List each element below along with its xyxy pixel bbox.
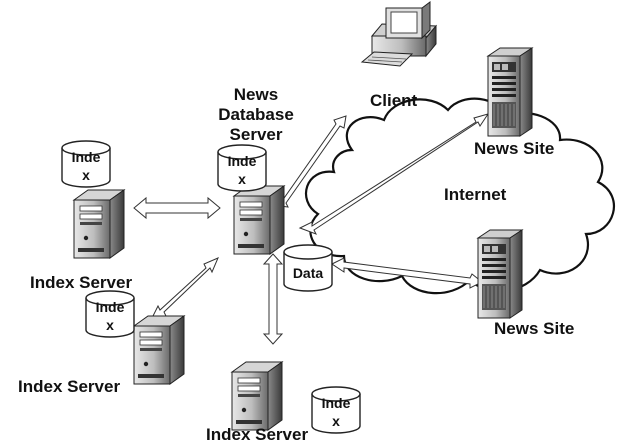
- index-db-2-label-line1: Inde: [96, 299, 125, 315]
- news-index-db-label-line1: Inde: [228, 153, 257, 169]
- news-site-server-icon-2: [477, 229, 523, 319]
- news-site-server-icon: [487, 47, 533, 137]
- news-index-db-label-line2: x: [238, 171, 246, 187]
- index-server-1-icon: [73, 189, 125, 259]
- index-server-3-label: Index Server: [206, 425, 308, 444]
- arrow-index1-center: [133, 196, 221, 220]
- index-db-3-label-line2: x: [332, 413, 340, 429]
- news-site-1-label: News Site: [474, 139, 554, 158]
- internet-label: Internet: [444, 185, 507, 204]
- index-db-2-label-line2: x: [106, 317, 114, 333]
- index-server-3-icon: [231, 361, 283, 431]
- client-computer-icon: [360, 1, 438, 67]
- arrow-center-index3: [262, 253, 284, 345]
- arrow-index2-center: [151, 257, 219, 319]
- index-db-1-label-line1: Inde: [72, 149, 101, 165]
- index-db-3-label-line1: Inde: [322, 395, 351, 411]
- index-server-2-icon: [133, 315, 185, 385]
- news-db-label-line2: Database: [218, 105, 294, 124]
- index-server-2-label: Index Server: [18, 377, 120, 396]
- news-database-server-icon: [233, 185, 285, 255]
- index-server-1-label: Index Server: [30, 273, 132, 292]
- news-db-label-line1: News: [234, 85, 278, 104]
- index-db-1-label-line2: x: [82, 167, 90, 183]
- news-db-label-line3: Server: [230, 125, 283, 144]
- news-site-2-label: News Site: [494, 319, 574, 338]
- data-label: Data: [293, 265, 324, 281]
- client-label: Client: [370, 91, 418, 110]
